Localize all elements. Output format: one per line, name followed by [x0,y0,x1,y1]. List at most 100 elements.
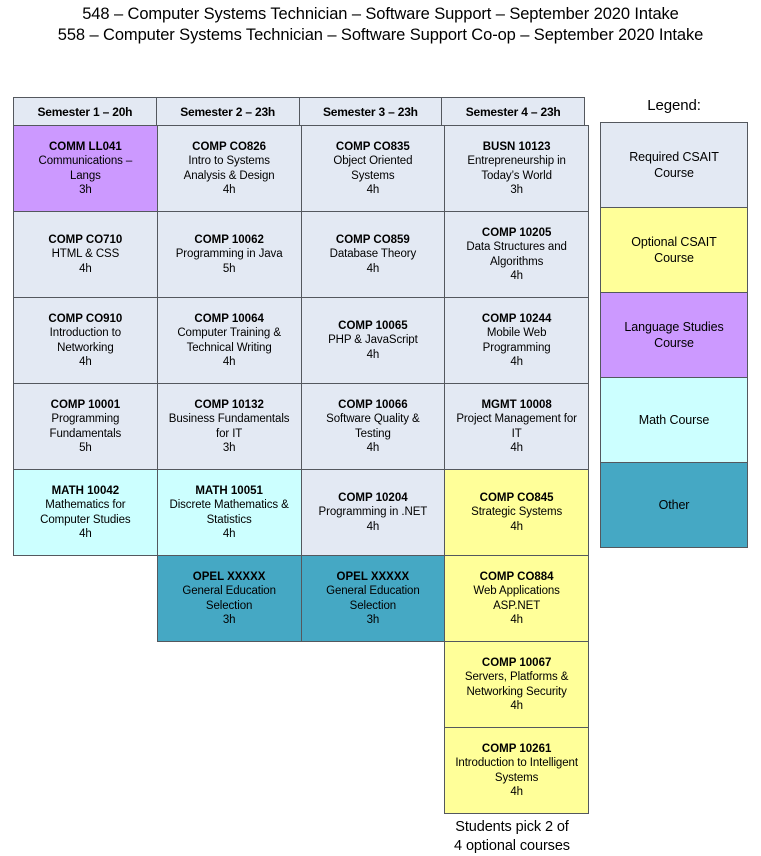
course-title-line-1: Strategic Systems [471,506,563,519]
course-cell[interactable]: COMP 10064 Computer Training & Technical… [156,297,302,384]
course-title-line-2: Selection [205,599,253,612]
course-cell[interactable]: COMP 10204 Programming in .NET 4h [300,469,446,556]
course-hours: 4h [79,528,92,540]
course-title-line-2: for IT [216,427,243,440]
course-title-line-1: Discrete Mathematics & [169,499,289,511]
course-cell[interactable]: COMP CO826 Intro to Systems Analysis & D… [156,125,302,212]
course-cell[interactable]: COMP 10244 Mobile Web Programming 4h [444,297,589,384]
legend-label-line-2: Course [654,166,694,180]
course-hours: 3h [79,184,92,196]
course-code: OPEL XXXXX [192,570,266,583]
course-code: COMP CO845 [479,491,554,504]
course-cell[interactable]: COMP CO884 Web Applications ASP.NET 4h [444,555,589,642]
course-hours: 3h [510,184,523,196]
course-cell[interactable]: MGMT 10008 Project Management for IT 4h [444,383,589,470]
course-title-line-1: General Education [182,585,276,597]
course-code: COMP 10065 [338,319,408,332]
legend-item-required: Required CSAIT Course [600,122,748,208]
legend-label-line-1: Other [658,498,690,512]
course-title-line-2: ASP.NET [493,599,541,612]
course-title-line-2: Langs [69,169,101,182]
course-hours: 4h [510,270,523,282]
course-cell[interactable]: COMP CO859 Database Theory 4h [300,211,446,298]
course-cell[interactable]: COMP 10132 Business Fundamentals for IT … [156,383,302,470]
course-code: COMP 10205 [481,226,552,239]
course-hours: 3h [366,614,380,626]
course-cell[interactable]: BUSN 10123 Entrepreneurship in Today’s W… [444,125,589,212]
course-hours: 4h [222,184,236,196]
course-cell[interactable]: COMP 10001 Programming Fundamentals 5h [13,383,158,470]
program-title-line-2: 558 – Computer Systems Technician – Soft… [57,26,704,44]
course-hours: 4h [510,786,523,798]
course-hours: 4h [510,356,523,368]
course-cell[interactable]: COMP 10062 Programming in Java 5h [156,211,302,298]
course-hours: 4h [366,184,380,196]
course-hours: 4h [510,520,523,533]
course-code: OPEL XXXXX [336,570,410,583]
course-hours: 4h [222,528,236,540]
course-title-line-1: Object Oriented [333,155,413,167]
legend-label-line-1: Required CSAIT [629,150,719,164]
legend-box: Required CSAIT Course Optional CSAIT Cou… [600,122,748,548]
course-cell[interactable]: COMP 10067 Servers, Platforms & Networki… [444,641,589,728]
course-code: MATH 10042 [51,484,120,497]
course-cell[interactable]: MATH 10051 Discrete Mathematics & Statis… [156,469,302,556]
legend-title: Legend: [647,97,701,114]
legend-item-language: Language Studies Course [600,292,748,378]
course-title-line-1: Mathematics for [45,499,126,511]
semester-header-2: Semester 2 – 23h [155,97,300,126]
legend-label-line-2: Course [654,336,694,350]
semester-column-3: COMP CO835 Object Oriented Systems 4h CO… [300,125,446,814]
semester-header-3: Semester 3 – 23h [298,97,443,126]
course-code: BUSN 10123 [482,140,551,153]
course-title-line-2: Algorithms [489,255,544,268]
program-title-line-1: 548 – Computer Systems Technician – Soft… [82,5,679,23]
course-code: COMP 10244 [481,312,552,325]
course-cell[interactable]: COMP CO710 HTML & CSS 4h [13,211,158,298]
legend-label-line-2: Course [654,251,694,265]
legend: Legend: Required CSAIT Course Optional C… [600,96,748,548]
course-cell[interactable]: COMM LL041 Communications – Langs 3h [13,125,158,212]
course-code: COMP 10067 [481,656,552,669]
legend-label-line-1: Language Studies [624,320,724,334]
semester-header-4: Semester 4 – 23h [441,97,585,126]
course-hours: 5h [222,262,236,275]
course-title-line-2: Analysis & Design [183,169,275,182]
course-code: COMP CO859 [335,233,410,246]
course-title-line-1: Communications – [38,155,133,167]
course-cell[interactable]: COMP CO910 Introduction to Networking 4h [13,297,158,384]
course-cell[interactable]: OPEL XXXXX General Education Selection 3… [300,555,446,642]
program-title-block: 548 – Computer Systems Technician – Soft… [0,0,761,46]
course-cell[interactable]: COMP CO845 Strategic Systems 4h [444,469,589,556]
course-code: COMP CO910 [48,312,123,325]
course-title-line-1: Entrepreneurship in [467,155,566,167]
course-hours: 5h [79,442,92,454]
course-cell[interactable]: COMP 10066 Software Quality & Testing 4h [300,383,446,470]
course-code: COMP 10204 [338,491,408,504]
semester-columns: COMM LL041 Communications – Langs 3h COM… [13,125,589,814]
course-title-line-1: Database Theory [329,248,417,261]
course-code: COMP 10132 [194,398,264,411]
course-code: COMP CO826 [192,140,267,153]
course-title-line-2: Systems [351,169,395,182]
course-hours: 4h [510,614,523,626]
legend-item-other: Other [600,462,748,548]
course-code: COMP CO884 [479,570,554,583]
course-title-line-1: Servers, Platforms & [464,671,569,683]
course-code: COMP CO710 [48,233,123,246]
course-cell[interactable]: COMP 10205 Data Structures and Algorithm… [444,211,589,298]
course-cell[interactable]: COMP CO835 Object Oriented Systems 4h [300,125,446,212]
course-cell[interactable]: MATH 10042 Mathematics for Computer Stud… [13,469,158,556]
course-title-line-1: Intro to Systems [188,155,270,167]
course-cell[interactable]: COMP 10261 Introduction to Intelligent S… [444,727,589,814]
course-cell[interactable]: COMP 10065 PHP & JavaScript 4h [300,297,446,384]
course-code: COMP 10001 [50,398,121,411]
course-hours: 4h [366,520,380,533]
course-title-line-2: Networking [57,341,114,354]
course-title-line-1: Data Structures and [466,241,567,253]
course-title-line-2: Selection [349,599,397,612]
course-cell[interactable]: OPEL XXXXX General Education Selection 3… [156,555,302,642]
semester-header-row: Semester 1 – 20h Semester 2 – 23h Semest… [13,97,588,126]
semester-column-1: COMM LL041 Communications – Langs 3h COM… [13,125,158,814]
course-title-line-1: Computer Training & [177,327,281,339]
